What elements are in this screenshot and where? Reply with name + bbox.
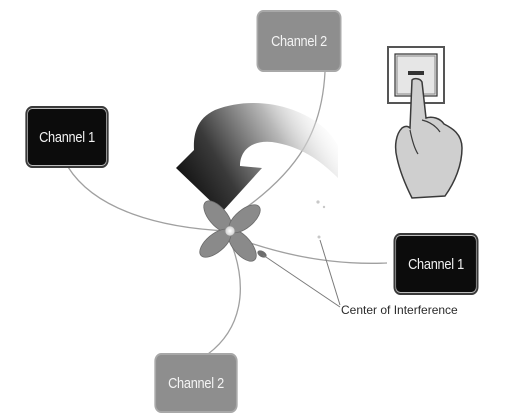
annotation-pointers — [262, 239, 341, 308]
line-channel-2-bottom — [207, 239, 241, 355]
center-of-interference-label: Center of Interference — [341, 303, 458, 317]
finger-pressing-button-icon — [387, 46, 463, 199]
faint-marks — [316, 200, 326, 239]
curved-rotation-arrow-icon — [176, 102, 338, 212]
channel-1-right-box: Channel 1 — [393, 233, 479, 295]
channel-2-top-box: Channel 2 — [256, 10, 342, 72]
line-channel-1-right — [235, 237, 388, 264]
line-channel-1-left — [67, 166, 229, 232]
connection-lines — [67, 71, 388, 355]
four-lobed-flower-icon — [199, 200, 261, 262]
channel-1-left-box: Channel 1 — [25, 106, 109, 168]
channel-2-bottom-box: Channel 2 — [154, 353, 238, 413]
